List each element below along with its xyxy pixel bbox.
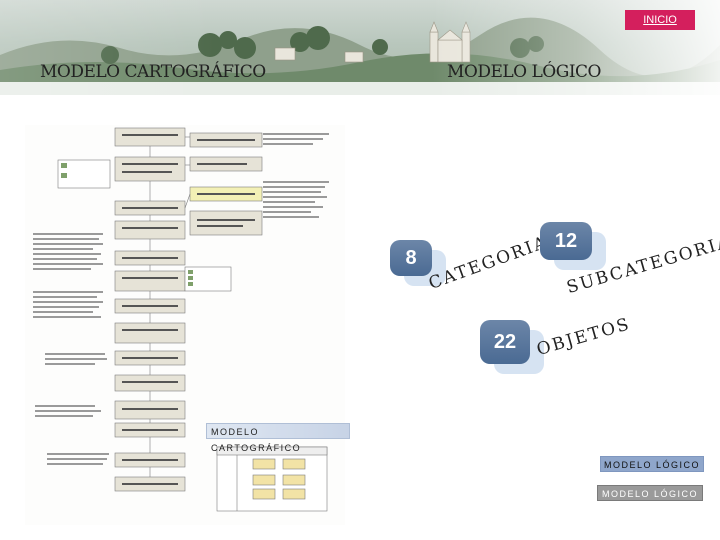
categorias-count-card: 8 — [390, 240, 432, 276]
title-modelo-cartografico: MODELO CARTOGRÁFICO — [40, 62, 266, 82]
subcategorias-count-card: 12 — [540, 222, 592, 260]
title-modelo-logico: MODELO LÓGICO — [447, 62, 601, 82]
inicio-button[interactable]: INICIO — [625, 10, 695, 30]
modelo-logico-link-1[interactable]: MODELO LÓGICO — [600, 456, 704, 472]
objetos-label: OBJETOS — [534, 314, 633, 360]
banner-fade — [0, 0, 720, 95]
logical-model-thumbnail — [216, 446, 328, 512]
header-banner — [0, 0, 720, 95]
cartographic-flowchart — [25, 125, 345, 525]
modelo-logico-link-2[interactable]: MODELO LÓGICO — [597, 485, 703, 501]
modelo-cartografico-link[interactable]: MODELO CARTOGRÁFICO — [206, 423, 350, 453]
objetos-count-card: 22 — [480, 320, 530, 364]
